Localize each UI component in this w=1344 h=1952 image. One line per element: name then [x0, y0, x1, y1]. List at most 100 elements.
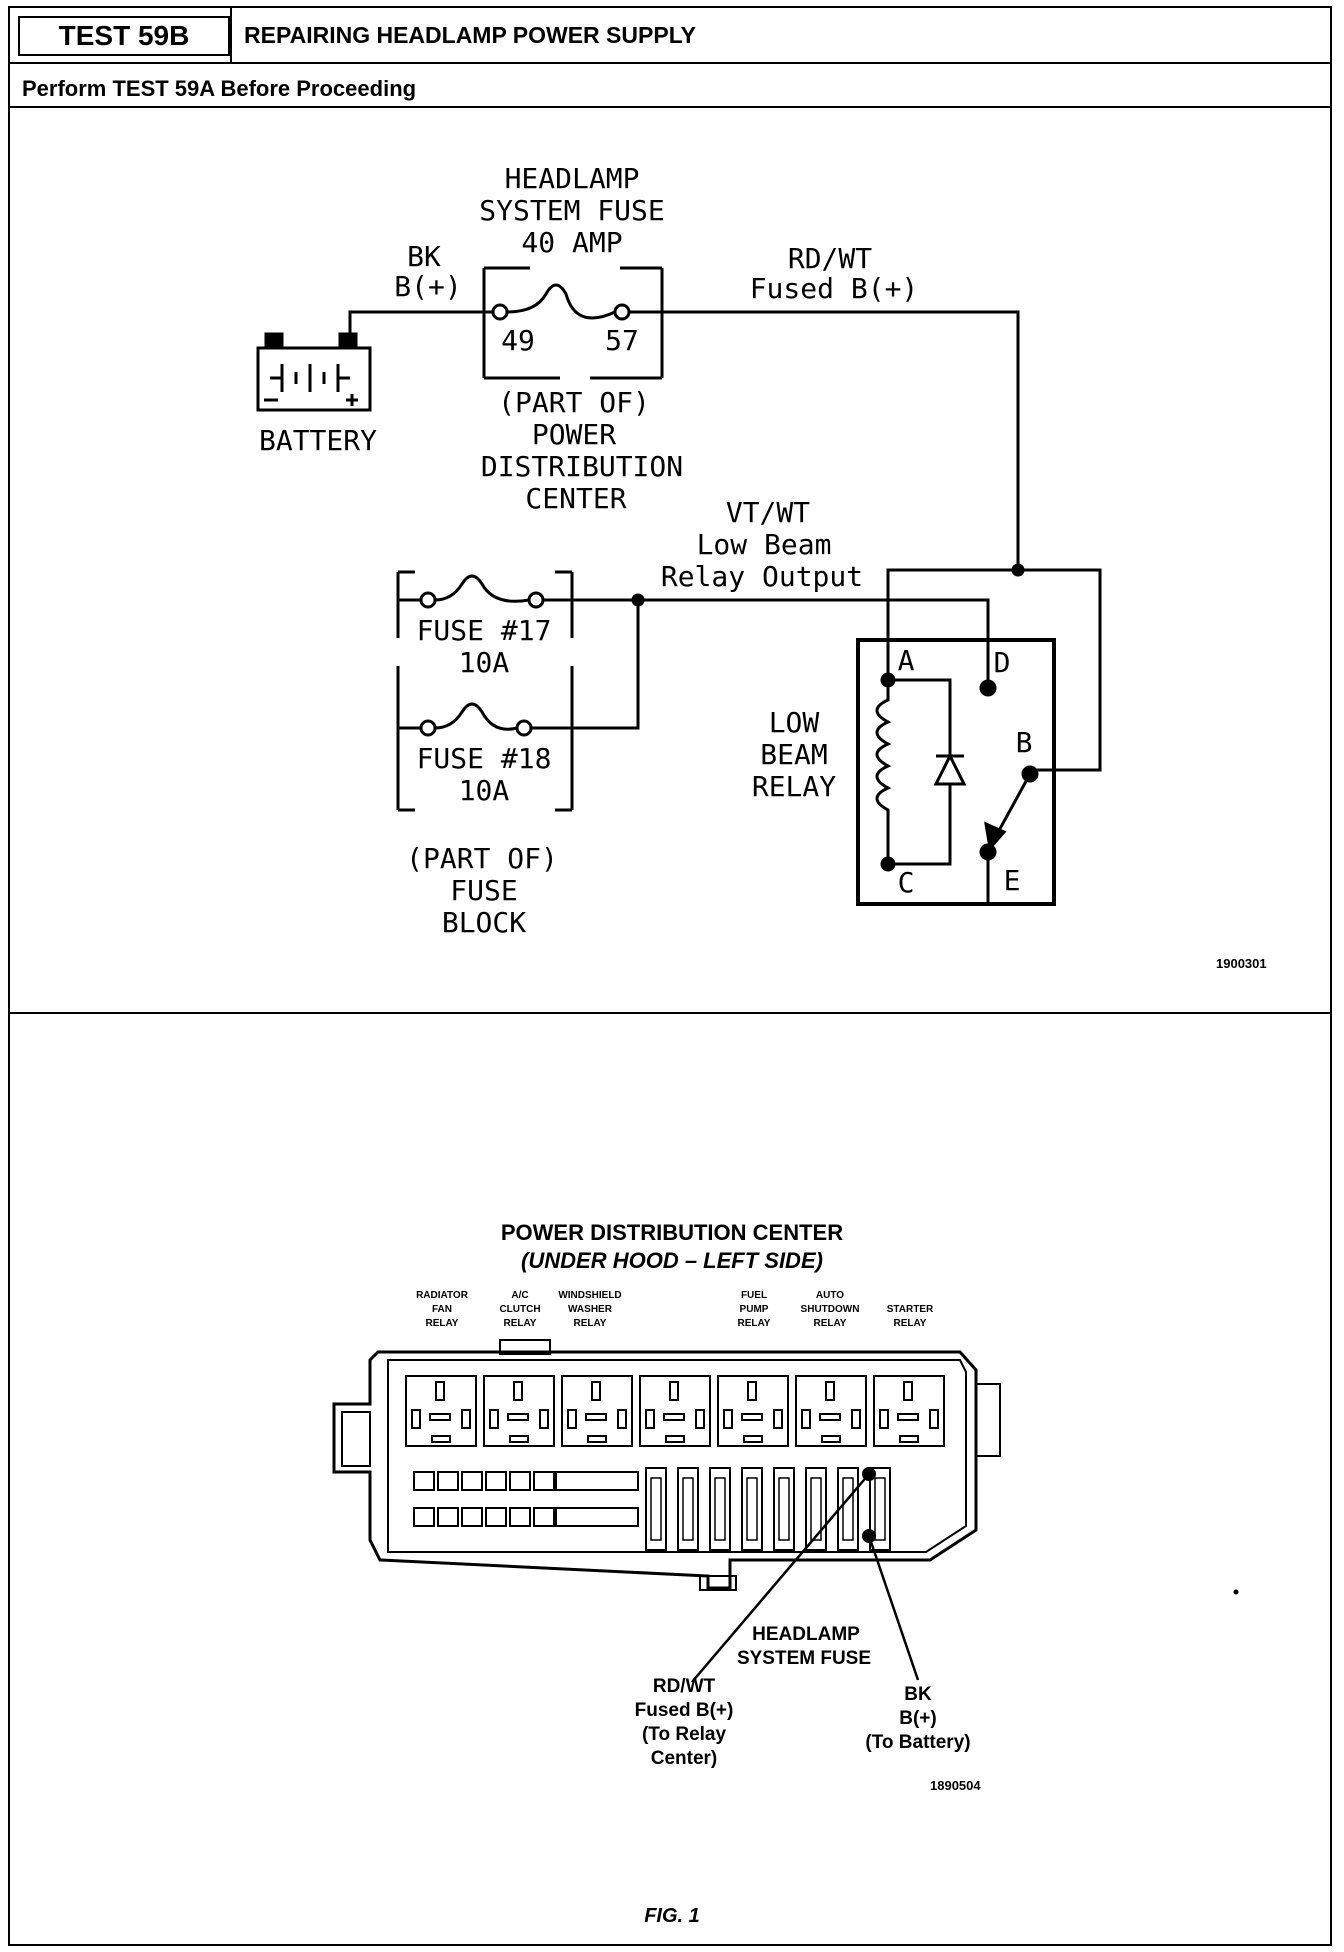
pdc-label-1: (PART OF) [498, 386, 650, 419]
relay-b-wire [1018, 568, 1102, 772]
mini-fuse-slot [509, 1507, 531, 1527]
figure-caption: FIG. 1 [644, 1905, 700, 1927]
relay-ac-1: A/C [511, 1290, 528, 1301]
relay-ac-2: CLUTCH [499, 1304, 540, 1315]
stray-dot [1233, 1589, 1239, 1595]
callout-rdwt-1: RD/WT [653, 1676, 716, 1697]
mini-fuse-slot [437, 1507, 459, 1527]
fuse18-feed [530, 600, 640, 730]
fuse-17 [396, 570, 638, 638]
relay-label-1: LOW [769, 706, 820, 739]
vtwt-label-3: Relay Output [661, 560, 863, 593]
callout-bk-2: B(+) [899, 1708, 936, 1729]
maxi-fuse-slot [555, 1471, 639, 1491]
relay-fuel-3: RELAY [738, 1318, 771, 1329]
relay-washer-2: WASHER [568, 1304, 613, 1315]
fuse-title-2: SYSTEM FUSE [479, 194, 664, 227]
relay-asd-2: SHUTDOWN [801, 1304, 860, 1315]
cartridge-fuse-body [874, 1477, 886, 1541]
vtwt-label-1: VT/WT [726, 496, 810, 529]
cartridge-fuse-body [842, 1477, 854, 1541]
relay-socket [483, 1375, 555, 1447]
relay-label-2: BEAM [760, 738, 827, 771]
wire-bk-2: B(+) [394, 270, 461, 303]
relay-pin-d: D [994, 646, 1011, 679]
pdc-fuse-grid [413, 1467, 891, 1551]
relay-socket [717, 1375, 789, 1447]
relay-washer-1: WINDSHIELD [558, 1290, 621, 1301]
vtwt-label-2: Low Beam [697, 528, 832, 561]
pdc-subtitle: (UNDER HOOD – LEFT SIDE) [521, 1248, 823, 1273]
callout-rdwt-2: Fused B(+) [635, 1700, 734, 1721]
callout-fuse-2: SYSTEM FUSE [737, 1648, 871, 1669]
cartridge-fuse-slot [837, 1467, 859, 1551]
rdwt-wire [629, 310, 1020, 570]
relay-socket [405, 1375, 477, 1447]
fuse17-label-2: 10A [459, 646, 510, 679]
callout-rdwt-4: Center) [651, 1748, 718, 1769]
mini-fuse-slot [437, 1471, 459, 1491]
vtwt-wire [638, 598, 990, 688]
pdc-box [332, 1339, 1001, 1591]
fuseblock-label-2: FUSE [450, 874, 517, 907]
relay-ac-3: RELAY [504, 1318, 537, 1329]
cartridge-fuse-slot [773, 1467, 795, 1551]
callout-bk-1: BK [904, 1684, 932, 1705]
battery-label: BATTERY [259, 424, 377, 457]
mini-fuse-slot [461, 1507, 483, 1527]
fuse18-label-1: FUSE #18 [417, 742, 552, 775]
mini-fuse-slot [461, 1471, 483, 1491]
fuseblock-label-3: BLOCK [442, 906, 526, 939]
mini-fuse-slot [533, 1471, 555, 1491]
fuse17-label-1: FUSE #17 [417, 614, 552, 647]
wire-bk-1: BK [407, 240, 441, 273]
relay-socket [873, 1375, 945, 1447]
test-id-box: TEST 59B [18, 16, 230, 56]
relay-fuel-1: FUEL [741, 1290, 767, 1301]
callout-fuse-1: HEADLAMP [752, 1624, 860, 1645]
wire-rdwt-1: RD/WT [788, 242, 872, 275]
fuse-18 [396, 666, 574, 812]
relay-fuel-2: PUMP [740, 1304, 769, 1315]
schematic-fig-code: 1900301 [1216, 956, 1267, 971]
bk-wire [348, 310, 500, 334]
cartridge-fuse-body [682, 1477, 694, 1541]
mini-fuse-slot [413, 1471, 435, 1491]
cartridge-fuse-slot [677, 1467, 699, 1551]
cartridge-fuse-slot [741, 1467, 763, 1551]
pdc-relay-row [405, 1375, 945, 1447]
mini-fuse-slot [413, 1507, 435, 1527]
cartridge-fuse-body [810, 1477, 822, 1541]
pdc-title: POWER DISTRIBUTION CENTER [501, 1220, 843, 1245]
header-divider [230, 8, 232, 64]
cartridge-fuse-slot [869, 1467, 891, 1551]
cartridge-fuse-body [650, 1477, 662, 1541]
mini-fuse-slot [485, 1507, 507, 1527]
mini-fuse-slot [533, 1507, 555, 1527]
relay-socket [639, 1375, 711, 1447]
pdc-fig-code: 1890504 [930, 1778, 981, 1793]
relay-radiator-2: FAN [432, 1304, 452, 1315]
cartridge-fuse-body [778, 1477, 790, 1541]
relay-asd-3: RELAY [814, 1318, 847, 1329]
relay-pin-e: E [1004, 864, 1021, 897]
relay-a-wire [886, 568, 1018, 680]
cartridge-fuse-slot [709, 1467, 731, 1551]
wire-rdwt-2: Fused B(+) [750, 272, 919, 305]
battery-icon [256, 332, 372, 412]
callout-bk-3: (To Battery) [865, 1732, 970, 1753]
terminal-57: 57 [605, 324, 639, 357]
header-row: TEST 59B REPAIRING HEADLAMP POWER SUPPLY [10, 8, 1330, 64]
fuse-title-1: HEADLAMP [505, 162, 640, 195]
cartridge-fuse-slot [805, 1467, 827, 1551]
relay-radiator-1: RADIATOR [416, 1290, 469, 1301]
headlamp-fuse-box [482, 266, 664, 380]
fuse18-label-2: 10A [459, 774, 510, 807]
page-frame: TEST 59B REPAIRING HEADLAMP POWER SUPPLY… [8, 6, 1332, 1946]
relay-pin-b: B [1016, 726, 1033, 759]
callout-rdwt-3: (To Relay [642, 1724, 727, 1745]
rdwt-callout-line [691, 1473, 870, 1683]
panel-divider [10, 1012, 1330, 1014]
maxi-fuse-slot [555, 1507, 639, 1527]
pdc-label-3: DISTRIBUTION [481, 450, 683, 483]
